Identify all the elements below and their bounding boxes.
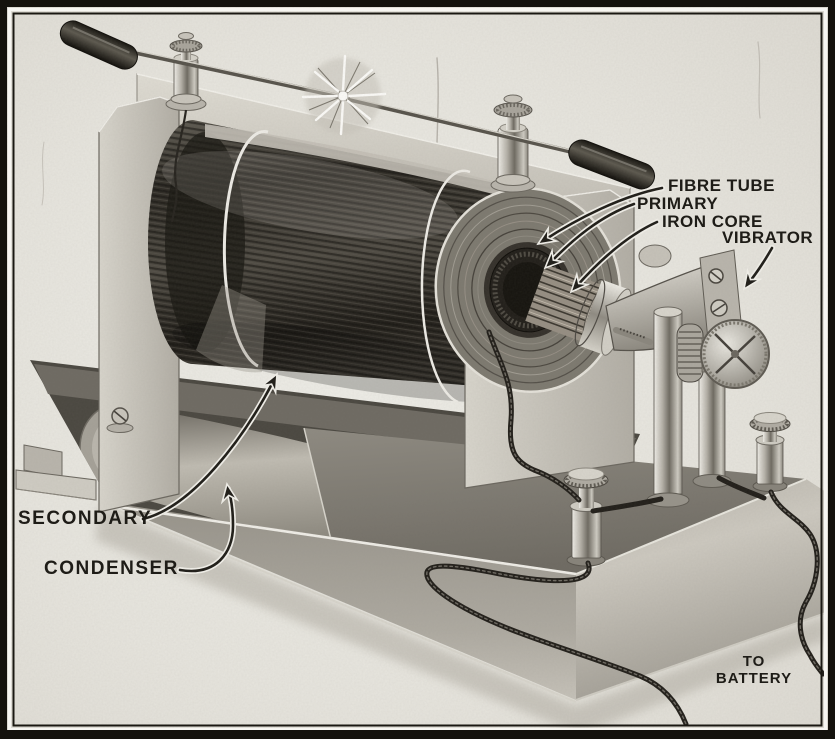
label-iron-core: IRON CORE bbox=[662, 212, 763, 231]
label-fibre-tube: FIBRE TUBE bbox=[668, 176, 775, 195]
label-secondary: SECONDARY bbox=[18, 508, 153, 529]
label-to-battery-line2: BATTERY bbox=[715, 670, 793, 687]
label-primary: PRIMARY bbox=[637, 194, 719, 213]
label-to-battery-line1: TO bbox=[742, 653, 766, 670]
label-to-battery: TO BATTERY bbox=[700, 653, 808, 687]
label-vibrator: VIBRATOR bbox=[722, 228, 814, 247]
label-condenser: CONDENSER bbox=[44, 558, 179, 579]
